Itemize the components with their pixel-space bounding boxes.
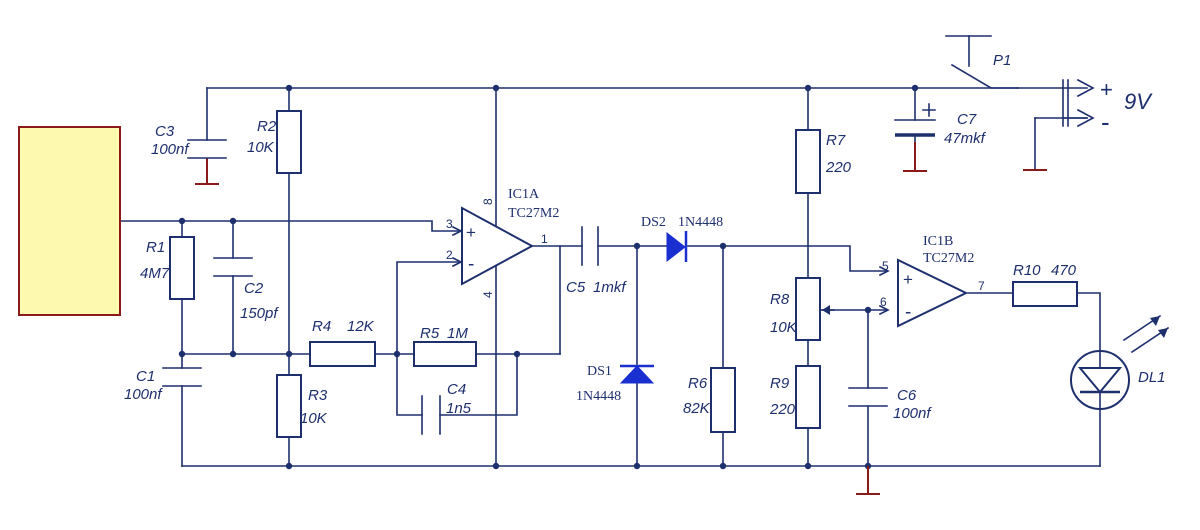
c6-value: 100nf: [893, 405, 932, 422]
switch-p1: [945, 35, 1019, 89]
svg-text:2: 2: [446, 248, 453, 262]
resistor-r7: [795, 129, 821, 194]
c2-ref: C2: [244, 280, 264, 297]
resistor-r6: [710, 367, 736, 433]
r4-ref: R4: [312, 318, 331, 335]
r10-value: 470: [1051, 262, 1077, 279]
c1-value: 100nf: [124, 386, 163, 403]
c3-value: 100nf: [151, 141, 190, 158]
p1-ref: P1: [993, 52, 1011, 69]
resistor-r5: [413, 341, 477, 367]
ds2-ref: DS2: [641, 215, 666, 230]
r6-value: 82K: [683, 400, 711, 417]
svg-text:1: 1: [541, 232, 548, 246]
capacitor-c2: [213, 257, 253, 277]
svg-text:+: +: [903, 270, 913, 289]
dl1-ref: DL1: [1138, 369, 1166, 386]
resistor-r2: [276, 110, 302, 174]
capacitor-c4: [421, 395, 441, 435]
potentiometer-r8: [795, 277, 835, 341]
resistor-r1: [169, 236, 195, 300]
power-voltage: 9V: [1124, 89, 1153, 114]
capacitor-c6: [848, 387, 888, 407]
r3-value: 10K: [300, 410, 328, 427]
ic1a-value: TC27M2: [508, 206, 559, 221]
svg-text:3: 3: [446, 217, 453, 231]
r9-value: 220: [769, 401, 796, 418]
svg-text:5: 5: [882, 259, 889, 273]
ic1b-ref: IC1B: [923, 234, 953, 249]
opamp-ic1a: + -: [451, 206, 535, 286]
r10-ref: R10: [1013, 262, 1041, 279]
power-plus-sign: +: [1100, 77, 1113, 102]
c5-value: 1mkf: [593, 279, 627, 296]
svg-text:4: 4: [481, 291, 495, 298]
led-dl1: [1070, 314, 1170, 410]
component-labels: C3 100nf R2 10K R1 4M7 C2 150pf C1 100nf…: [124, 52, 1166, 427]
capacitor-c3: [187, 139, 227, 159]
r9-ref: R9: [770, 375, 790, 392]
svg-text:6: 6: [880, 295, 887, 309]
r2-value: 10K: [247, 139, 275, 156]
r7-ref: R7: [826, 132, 846, 149]
svg-text:-: -: [905, 302, 911, 323]
pin-numbers: 3 2 1 8 4 5 6 7: [446, 198, 985, 309]
diode-ds1: [619, 364, 655, 384]
ground-symbols: [195, 142, 1047, 495]
capacitor-c7: [894, 103, 936, 137]
r8-value: 10K: [770, 319, 798, 336]
c6-ref: C6: [897, 387, 917, 404]
svg-text:-: -: [468, 254, 474, 275]
junction-dots: [178, 84, 919, 470]
r4-value: 12K: [347, 318, 375, 335]
ds1-value: 1N4448: [576, 389, 621, 404]
c4-value: 1n5: [446, 400, 472, 417]
sensor-block: [18, 126, 121, 316]
resistor-r10: [1012, 281, 1078, 307]
r1-value: 4M7: [140, 265, 170, 282]
r5-value: 1M: [447, 325, 468, 342]
c5-ref: C5: [566, 279, 586, 296]
r5-ref: R5: [420, 325, 440, 342]
resistor-r4: [309, 341, 376, 367]
capacitor-c5: [581, 226, 599, 266]
c7-ref: C7: [957, 111, 977, 128]
ic1a-ref: IC1A: [508, 187, 540, 202]
svg-text:8: 8: [481, 198, 495, 205]
r7-value: 220: [825, 159, 852, 176]
capacitor-c1: [162, 367, 202, 387]
resistor-r3: [276, 374, 302, 438]
diode-ds2: [666, 231, 688, 263]
c2-value: 150pf: [240, 305, 279, 322]
ic1b-value: TC27M2: [923, 251, 974, 266]
r2-ref: R2: [257, 118, 277, 135]
svg-text:+: +: [466, 223, 476, 242]
r8-ref: R8: [770, 291, 790, 308]
ds1-ref: DS1: [587, 364, 612, 379]
r6-ref: R6: [688, 375, 708, 392]
power-labels: + - 9V: [1100, 77, 1153, 137]
svg-text:7: 7: [978, 279, 985, 293]
resistor-r9: [795, 365, 821, 429]
r3-ref: R3: [308, 387, 328, 404]
r1-ref: R1: [146, 239, 165, 256]
c1-ref: C1: [136, 368, 155, 385]
power-minus-sign: -: [1101, 107, 1110, 137]
ds2-value: 1N4448: [678, 215, 723, 230]
opamp-ic1b: + -: [878, 258, 969, 328]
c7-value: 47mkf: [944, 130, 987, 147]
c3-ref: C3: [155, 123, 175, 140]
c4-ref: C4: [447, 381, 466, 398]
power-connector: [1017, 78, 1095, 128]
